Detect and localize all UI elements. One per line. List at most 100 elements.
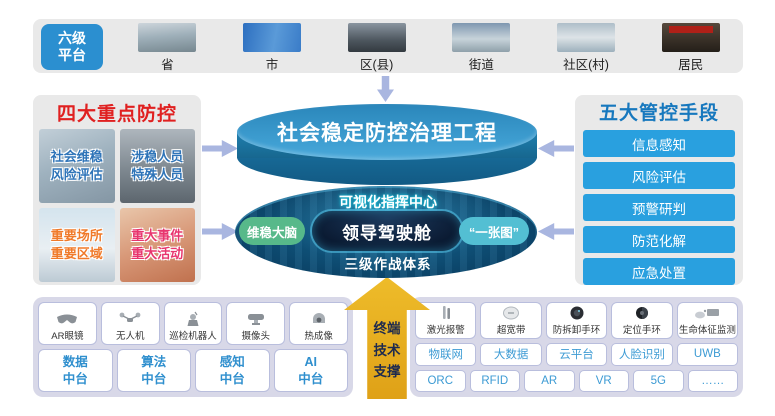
right-to-center-arrow-top-icon xyxy=(538,140,574,157)
tech-iot: 物联网 xyxy=(415,343,477,366)
measure-emergency-response-button[interactable]: 应急处置 xyxy=(583,258,735,285)
tile-text: 重大活动 xyxy=(131,246,184,261)
tile-text: 重要场所 xyxy=(50,228,103,244)
level-label: 街道 xyxy=(468,58,494,72)
laser-alarm-icon xyxy=(442,306,450,319)
tile-key-places: 重要场所 重要区域 xyxy=(39,208,115,282)
right-to-center-arrow-bottom-icon xyxy=(538,223,574,240)
tile-text: 风险评估 xyxy=(50,167,103,182)
project-title: 社会稳定防控治理工程 xyxy=(277,122,497,145)
left-to-center-arrow-top-icon xyxy=(202,140,238,157)
middle-platform-row: 数据 中台 算法 中台 感知 中台 AI 中台 xyxy=(38,349,348,392)
measure-info-sensing-button[interactable]: 信息感知 xyxy=(583,130,735,157)
device-patrol-robot: 巡检机器人 xyxy=(163,302,223,345)
device-anti-tamper-wristband: 防拆卸手环 xyxy=(545,302,608,339)
mid-card-text: 感知 xyxy=(219,355,245,370)
terminal-support-label: 终端 技术 支撑 xyxy=(344,318,430,383)
front-end-devices-panel: AR眼镜 无人机 巡检机器人 摄像头 热成像 数据 中台 xyxy=(33,297,353,397)
device-positioning-wristband: 定位手环 xyxy=(611,302,673,339)
tech-rfid: RFID xyxy=(469,369,520,392)
tech-5g: 5G xyxy=(633,369,684,392)
city-photo xyxy=(243,23,301,52)
tile-text: 社会维稳 xyxy=(50,149,103,165)
terminal-support-line: 终端 xyxy=(373,321,401,336)
level-label: 居民 xyxy=(678,58,704,72)
province-photo xyxy=(138,23,197,52)
right-panel-title: 五大管控手段 xyxy=(598,103,719,124)
data-middle-platform-card: 数据 中台 xyxy=(38,349,113,392)
tile-text: 重大事件 xyxy=(131,228,184,244)
device-label: 热成像 xyxy=(304,331,333,342)
ar-glasses-icon xyxy=(57,314,78,324)
measure-early-warning-button[interactable]: 预警研判 xyxy=(583,194,735,221)
device-ar-glasses: AR眼镜 xyxy=(38,302,97,345)
device-label: 定位手环 xyxy=(622,325,661,336)
mid-card-text: 中台 xyxy=(298,371,324,386)
tech-row-2: ORC RFID AR VR 5G …… xyxy=(415,369,738,392)
drone-icon xyxy=(119,312,141,322)
platform-badge: 六级 平台 xyxy=(41,24,103,70)
mid-card-text: 中台 xyxy=(62,371,88,386)
five-control-measures-panel: 五大管控手段 信息感知 风险评估 预警研判 防范化解 应急处置 xyxy=(575,95,743,285)
measure-risk-assessment-button[interactable]: 风险评估 xyxy=(583,162,735,189)
device-vital-signs-monitor: 生命体征监测 xyxy=(676,302,739,339)
tech-orc: ORC xyxy=(415,369,466,392)
device-ptz-camera: 摄像头 xyxy=(226,302,286,345)
measure-prevention-resolution-button[interactable]: 防范化解 xyxy=(583,226,735,253)
level-label: 市 xyxy=(265,58,279,72)
project-cylinder-top xyxy=(237,104,537,160)
device-label: 生命体征监测 xyxy=(678,325,736,336)
device-row: 激光报警 超宽带 防拆卸手环 定位手环 生命体征监测 xyxy=(415,302,739,339)
thermal-camera-icon xyxy=(312,313,325,323)
mid-card-text: AI xyxy=(304,355,318,370)
district-photo xyxy=(347,23,406,52)
tech-row-1: 物联网 大数据 云平台 人脸识别 UWB xyxy=(415,343,739,366)
mid-card-text: 中台 xyxy=(141,371,167,386)
combat-system-label: 三级作战体系 xyxy=(344,257,432,272)
header-down-arrow-icon xyxy=(377,76,394,102)
terminal-support-line: 技术 xyxy=(373,342,401,358)
perception-middle-platform-card: 感知 中台 xyxy=(195,349,270,392)
tile-text: 涉稳人员 xyxy=(131,149,184,165)
level-label: 省 xyxy=(161,58,174,72)
vital-signs-monitor-icon xyxy=(695,309,720,319)
community-photo xyxy=(557,23,616,52)
positioning-wristband-icon xyxy=(635,307,648,319)
tile-text: 特殊人员 xyxy=(131,167,184,182)
tile-social-stability-risk: 社会维稳 风险评估 xyxy=(39,129,115,203)
terminal-support-line: 支撑 xyxy=(373,364,401,380)
platform-badge-line1: 六级 xyxy=(58,29,86,46)
level-label: 社区(村) xyxy=(563,58,609,72)
level-community: 社区(村) xyxy=(534,19,639,73)
tech-vr: VR xyxy=(578,369,629,392)
device-row: AR眼镜 无人机 巡检机器人 摄像头 热成像 xyxy=(38,302,348,345)
level-city: 市 xyxy=(220,19,325,73)
sensing-tech-panel: 激光报警 超宽带 防拆卸手环 定位手环 生命体征监测 物联网 大数据 云平台 xyxy=(410,297,743,397)
platform-badge-line2: 平台 xyxy=(58,47,86,63)
mid-card-text: 数据 xyxy=(62,355,88,370)
device-label: 无人机 xyxy=(115,331,145,342)
level-label: 区(县) xyxy=(360,58,394,72)
left-panel-title: 四大重点防控 xyxy=(56,104,177,125)
ai-middle-platform-card: AI 中台 xyxy=(273,349,348,392)
algorithm-middle-platform-card: 算法 中台 xyxy=(116,349,191,392)
device-label: 巡检机器人 xyxy=(169,331,217,342)
ptz-camera-icon xyxy=(247,314,264,325)
device-thermal-camera: 热成像 xyxy=(289,302,348,345)
stability-brain-pill: 维稳大脑 xyxy=(239,217,305,245)
mid-card-text: 算法 xyxy=(141,355,167,370)
level-province: 省 xyxy=(115,19,220,73)
device-label: 激光报警 xyxy=(426,325,465,336)
device-label: 防拆卸手环 xyxy=(552,325,601,336)
device-label: 超宽带 xyxy=(496,325,526,336)
tech-ar: AR xyxy=(524,369,575,392)
tech-face-recognition: 人脸识别 xyxy=(611,343,673,366)
mid-card-text: 中台 xyxy=(219,371,245,386)
command-center-label: 可视化指挥中心 xyxy=(339,194,437,210)
anti-tamper-wristband-icon xyxy=(570,306,584,320)
prevention-tile-grid: 社会维稳 风险评估 涉稳人员 特殊人员 重要场所 重要区域 重大事件 重大活动 xyxy=(39,129,195,282)
tile-text: 重要区域 xyxy=(50,246,103,261)
one-map-pill: “一张图” xyxy=(459,217,529,245)
device-drone: 无人机 xyxy=(100,302,160,345)
six-level-platform-bar: 六级 平台 省 市 区(县) 街道 社区(村) xyxy=(33,19,743,73)
